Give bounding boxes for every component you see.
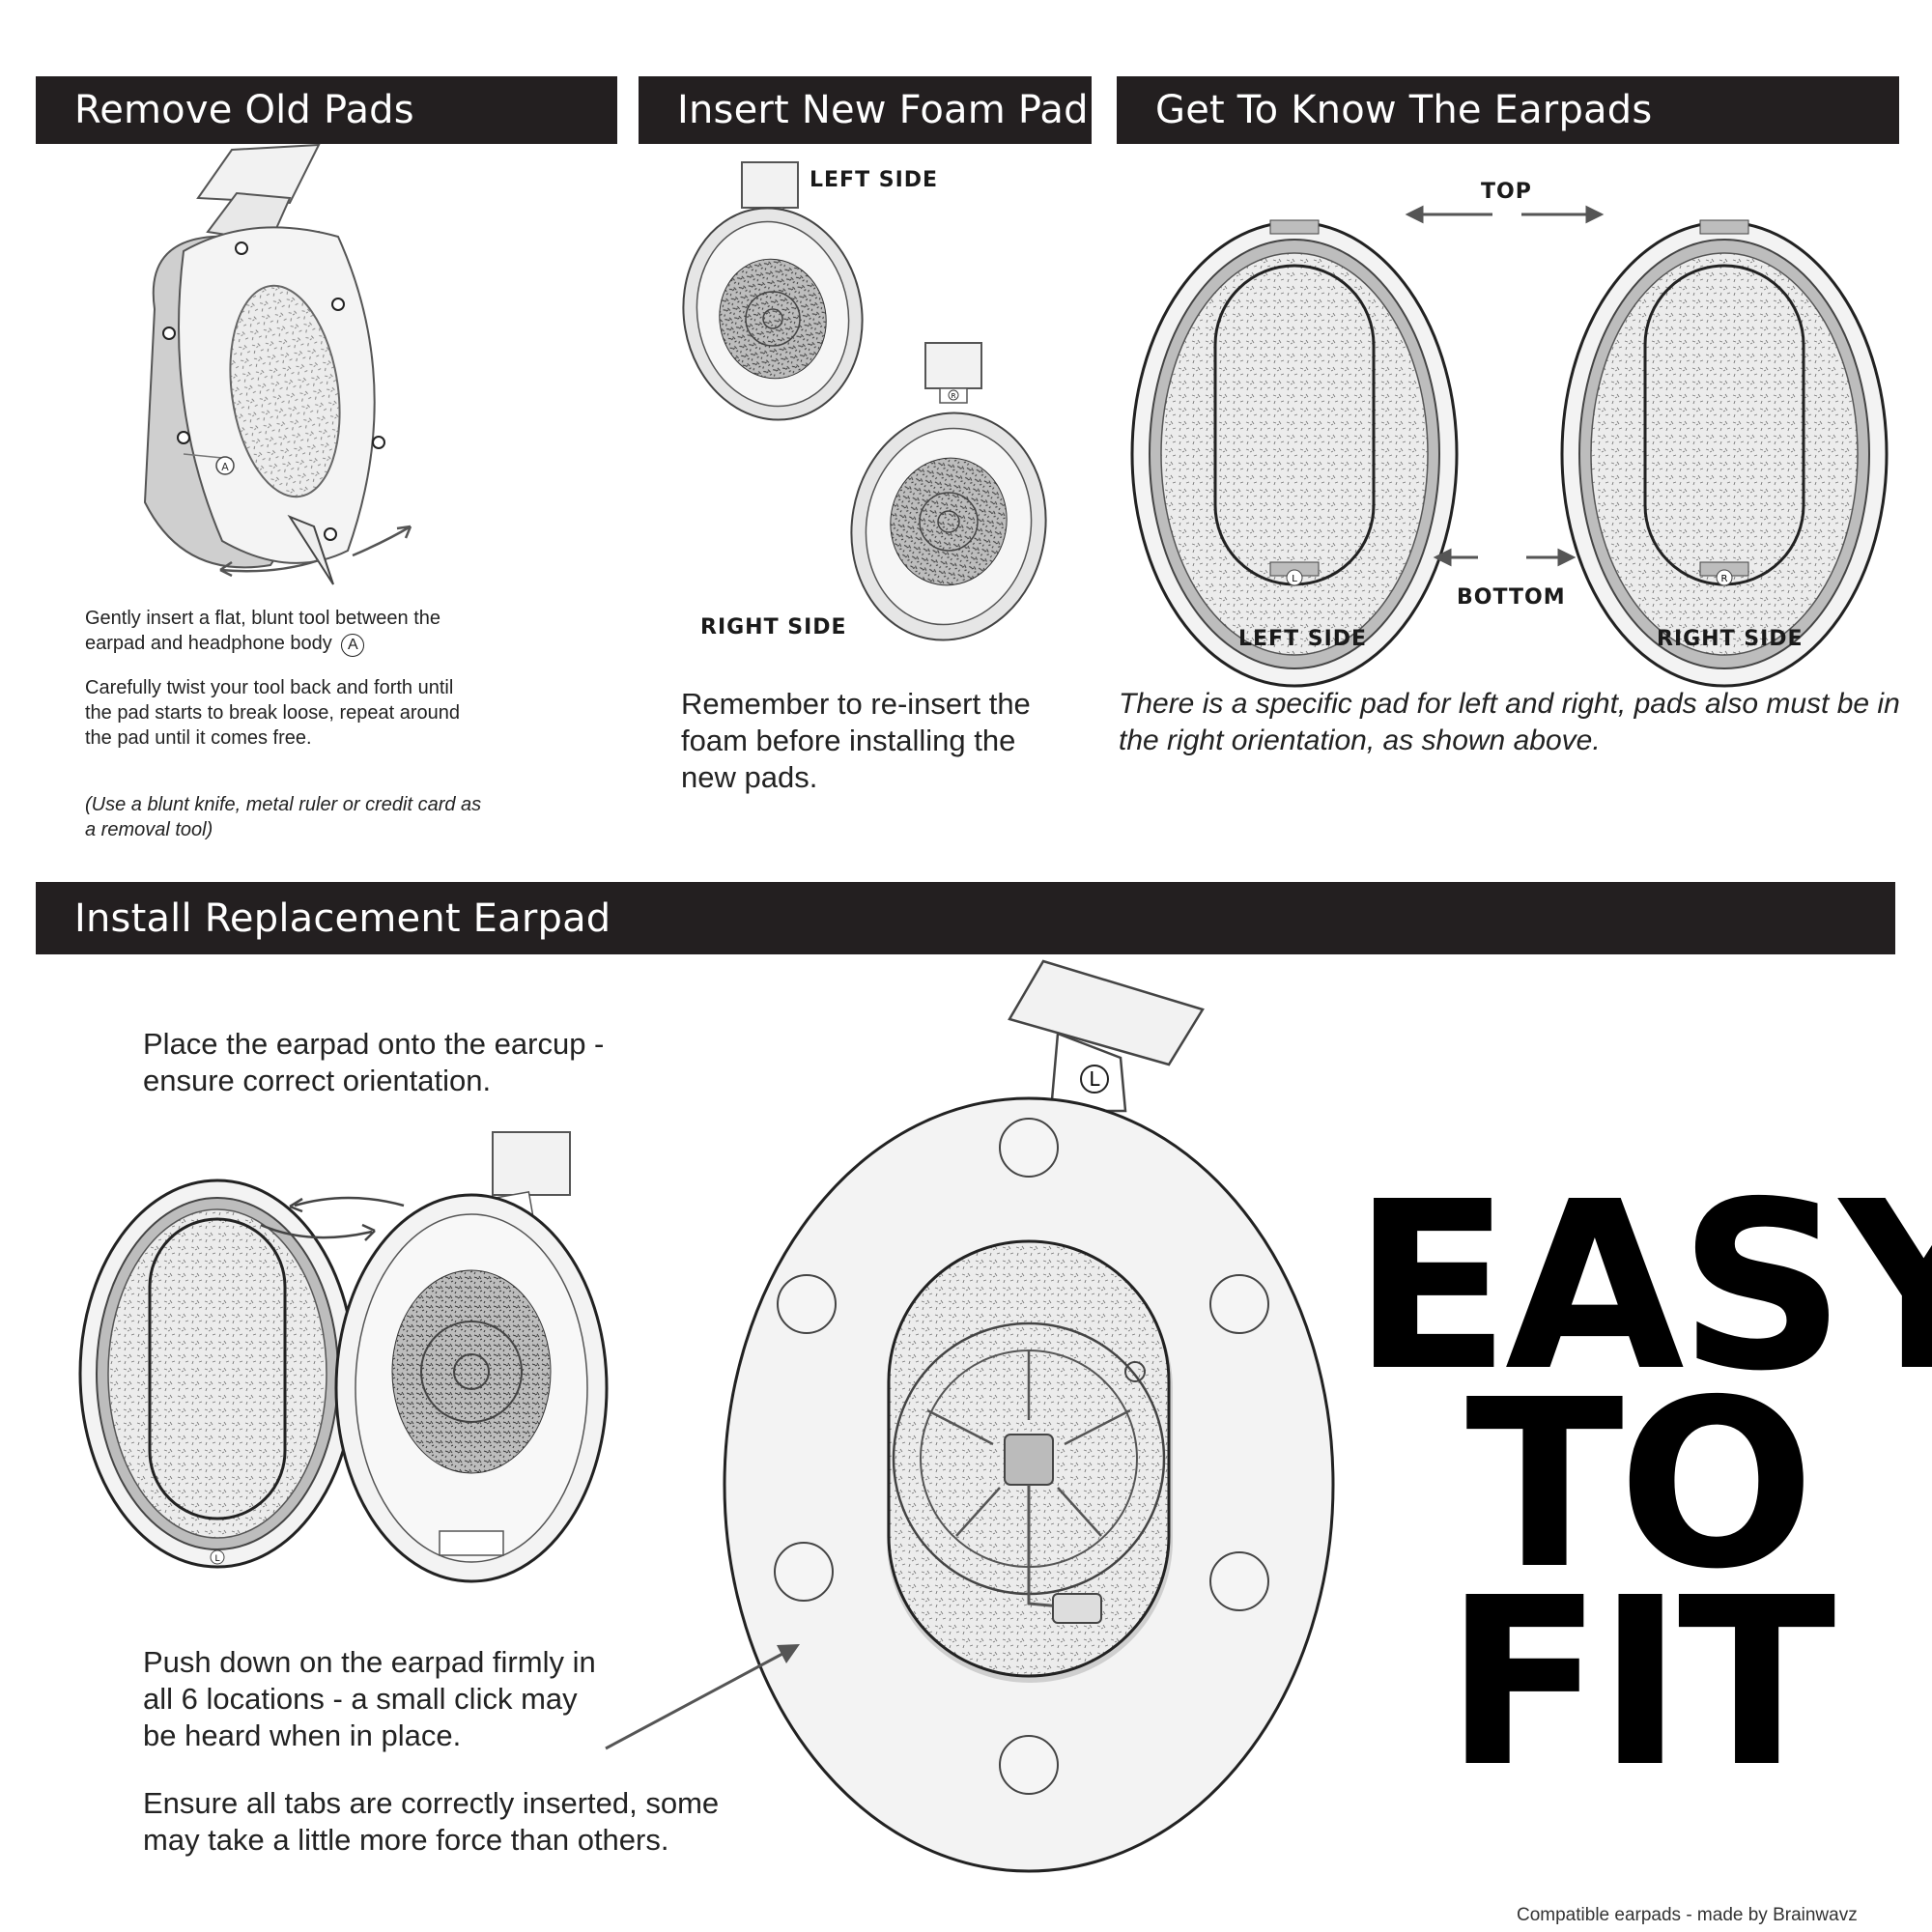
- twist-arrow-right: [352, 525, 412, 557]
- headline-line-to: TO: [1465, 1350, 1815, 1620]
- foam-instruction: Remember to re-insert the foam before in…: [681, 687, 1031, 794]
- foam-right-label: RIGHT SIDE: [700, 615, 847, 639]
- large-earcup: L: [723, 959, 1335, 1873]
- large-earcup-letter-badge: [1080, 1065, 1109, 1094]
- remove-step2: Carefully twist your tool back and forth…: [85, 677, 461, 749]
- clip-point-6: [324, 527, 337, 541]
- orientation-arrows: [1405, 205, 1605, 567]
- know-right-label: RIGHT SIDE: [1657, 627, 1804, 651]
- clip-point-3: [162, 327, 176, 340]
- footer-credit: Compatible earpads - made by Brainwavz: [1517, 1905, 1858, 1925]
- press-point-3: [1209, 1274, 1269, 1334]
- press-point-4: [774, 1542, 834, 1602]
- know-left-label: LEFT SIDE: [1238, 627, 1368, 651]
- foam-left-cup: L: [682, 161, 864, 421]
- clip-point-4: [177, 431, 190, 444]
- earpad-left-letter: L: [1292, 574, 1297, 584]
- twist-arrow-left: [219, 558, 320, 573]
- foam-left-label: LEFT SIDE: [810, 168, 939, 192]
- press-point-6: [999, 1735, 1059, 1795]
- headline-line-easy: EASY: [1352, 1151, 1932, 1422]
- section-title-know: Get To Know The Earpads: [1155, 88, 1653, 132]
- tool-marker-circle: [215, 456, 235, 475]
- clip-point-2: [331, 298, 345, 311]
- earpad-left: L: [1130, 219, 1459, 688]
- install-earpad-letter: L: [214, 1554, 219, 1564]
- know-instruction: There is a specific pad for left and rig…: [1119, 688, 1900, 756]
- press-point-2: [777, 1274, 837, 1334]
- section-header-know: Get To Know The Earpads: [1117, 76, 1899, 144]
- clip-point-5: [372, 436, 385, 449]
- know-top-label: TOP: [1481, 180, 1532, 204]
- remove-step1: Gently insert a flat, blunt tool between…: [85, 606, 491, 657]
- install-earcup: L: [334, 1131, 609, 1583]
- section-title-foam: Insert New Foam Pad: [677, 88, 1089, 132]
- section-title-remove: Remove Old Pads: [74, 88, 414, 132]
- section-header-foam: Insert New Foam Pad: [639, 76, 1092, 144]
- install-step2: Push down on the earpad firmly in all 6 …: [143, 1645, 596, 1752]
- install-earpad: L: [78, 1179, 356, 1569]
- earpad-right-letter: R: [1721, 574, 1728, 584]
- foam-right-cup: R: [850, 342, 1047, 641]
- headline-line-fit: FIT: [1444, 1548, 1836, 1818]
- large-earcup-letter: L: [1089, 1067, 1100, 1091]
- remove-illustration: A: [143, 143, 412, 585]
- easy-to-fit-headline: EASY TO FIT: [1352, 1151, 1932, 1818]
- remove-step1-text: Gently insert a flat, blunt tool between…: [85, 608, 440, 654]
- rotate-arrows: [260, 1196, 405, 1241]
- install-step1: Place the earpad onto the earcup - ensur…: [143, 1027, 605, 1097]
- tool-marker: A: [221, 461, 229, 473]
- foam-right-cup-letter: R: [952, 392, 956, 400]
- know-bottom-label: BOTTOM: [1457, 585, 1566, 610]
- remove-note: (Use a blunt knife, metal ruler or credi…: [85, 794, 482, 840]
- press-point-5: [1209, 1551, 1269, 1611]
- section-header-remove: Remove Old Pads: [36, 76, 617, 144]
- section-header-install: Install Replacement Earpad: [36, 882, 1895, 954]
- install-step3: Ensure all tabs are correctly inserted, …: [143, 1786, 720, 1857]
- press-point-1: [999, 1118, 1059, 1178]
- clip-point-1: [235, 242, 248, 255]
- pointer-arrow: [605, 1644, 800, 1750]
- section-title-install: Install Replacement Earpad: [74, 895, 611, 941]
- remove-step1-marker: A: [341, 634, 365, 657]
- earpad-right: R: [1560, 219, 1889, 688]
